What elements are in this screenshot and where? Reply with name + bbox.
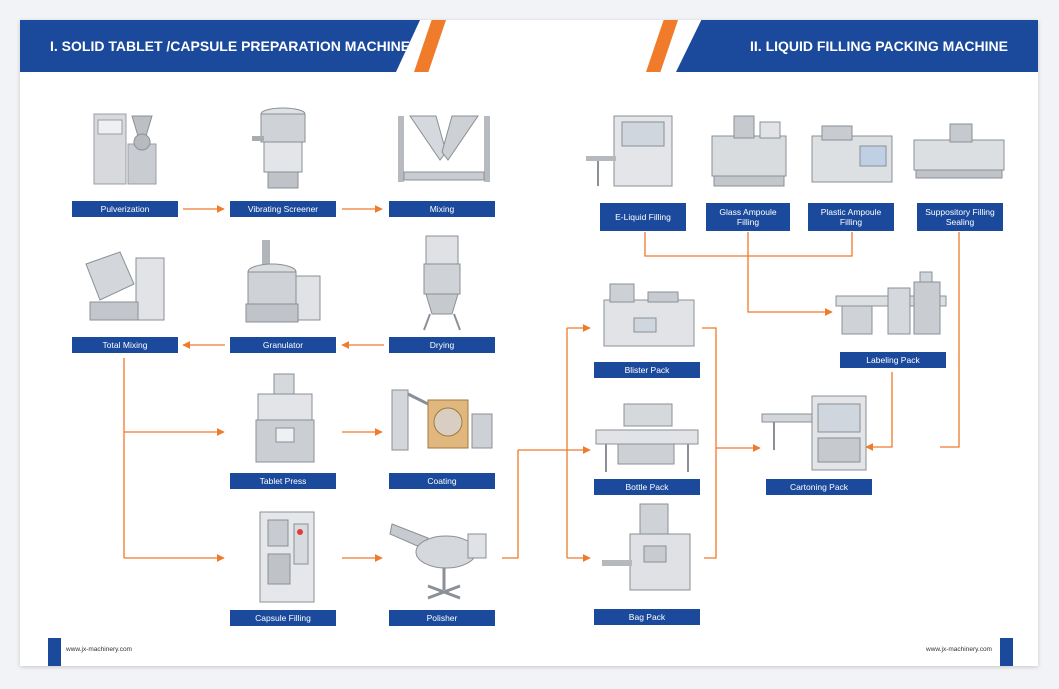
blister-pack-machine-image <box>603 283 695 347</box>
label-e-liquid-filling: E-Liquid Filling <box>600 203 686 231</box>
v-mixer-machine-image <box>398 115 490 182</box>
label-bottle-pack: Bottle Pack <box>594 479 700 495</box>
bottle-pack-machine-image <box>595 403 699 472</box>
label-cartoning-pack: Cartoning Pack <box>766 479 872 495</box>
section-title-liquid: II. LIQUID FILLING PACKING MACHINE <box>750 38 1008 54</box>
vibrating-screener-machine-image <box>252 107 306 189</box>
polisher-machine-image <box>389 523 487 600</box>
footer-bar-right <box>1000 638 1013 666</box>
section-header-liquid: II. LIQUID FILLING PACKING MACHINE <box>676 20 1038 72</box>
label-labeling-pack: Labeling Pack <box>840 352 946 368</box>
section-title-solid: I. SOLID TABLET /CAPSULE PREPARATION MAC… <box>50 38 411 54</box>
bag-pack-machine-image <box>602 503 691 591</box>
label-granulator: Granulator <box>230 337 336 353</box>
label-tablet-press: Tablet Press <box>230 473 336 489</box>
section-header-solid: I. SOLID TABLET /CAPSULE PREPARATION MAC… <box>20 20 420 72</box>
capsule-filling-machine-image <box>259 511 315 603</box>
label-plastic-ampoule-filling: Plastic Ampoule Filling <box>808 203 894 231</box>
pulverizer-machine-image <box>93 113 157 185</box>
label-capsule-filling: Capsule Filling <box>230 610 336 626</box>
suppository-filling-machine-image <box>913 123 1005 179</box>
label-total-mixing: Total Mixing <box>72 337 178 353</box>
label-bag-pack: Bag Pack <box>594 609 700 625</box>
footer-url-left[interactable]: www.jx-machinery.com <box>66 646 132 653</box>
label-coating: Coating <box>389 473 495 489</box>
labeling-machine-image <box>835 271 947 335</box>
granulator-machine-image <box>245 240 321 323</box>
label-vibrating-screener: Vibrating Screener <box>230 201 336 217</box>
glass-ampoule-filling-machine-image <box>711 115 787 187</box>
e-liquid-filling-machine-image <box>586 115 673 187</box>
label-polisher: Polisher <box>389 610 495 626</box>
tablet-press-machine-image <box>255 373 315 463</box>
label-blister-pack: Blister Pack <box>594 362 700 378</box>
coating-machine-image <box>391 389 493 451</box>
label-pulverization: Pulverization <box>72 201 178 217</box>
footer-bar-left <box>48 638 61 666</box>
label-suppository-filling-sealing: Suppository Filling Sealing <box>917 203 1003 231</box>
total-mixer-machine-image <box>85 251 165 321</box>
label-glass-ampoule-filling: Glass Ampoule Filling <box>706 203 790 231</box>
fluid-bed-dryer-machine-image <box>423 235 461 331</box>
label-drying: Drying <box>389 337 495 353</box>
cartoning-machine-image <box>761 395 867 471</box>
label-mixing: Mixing <box>389 201 495 217</box>
footer-url-right[interactable]: www.jx-machinery.com <box>926 646 992 653</box>
plastic-ampoule-filling-machine-image <box>811 125 893 183</box>
